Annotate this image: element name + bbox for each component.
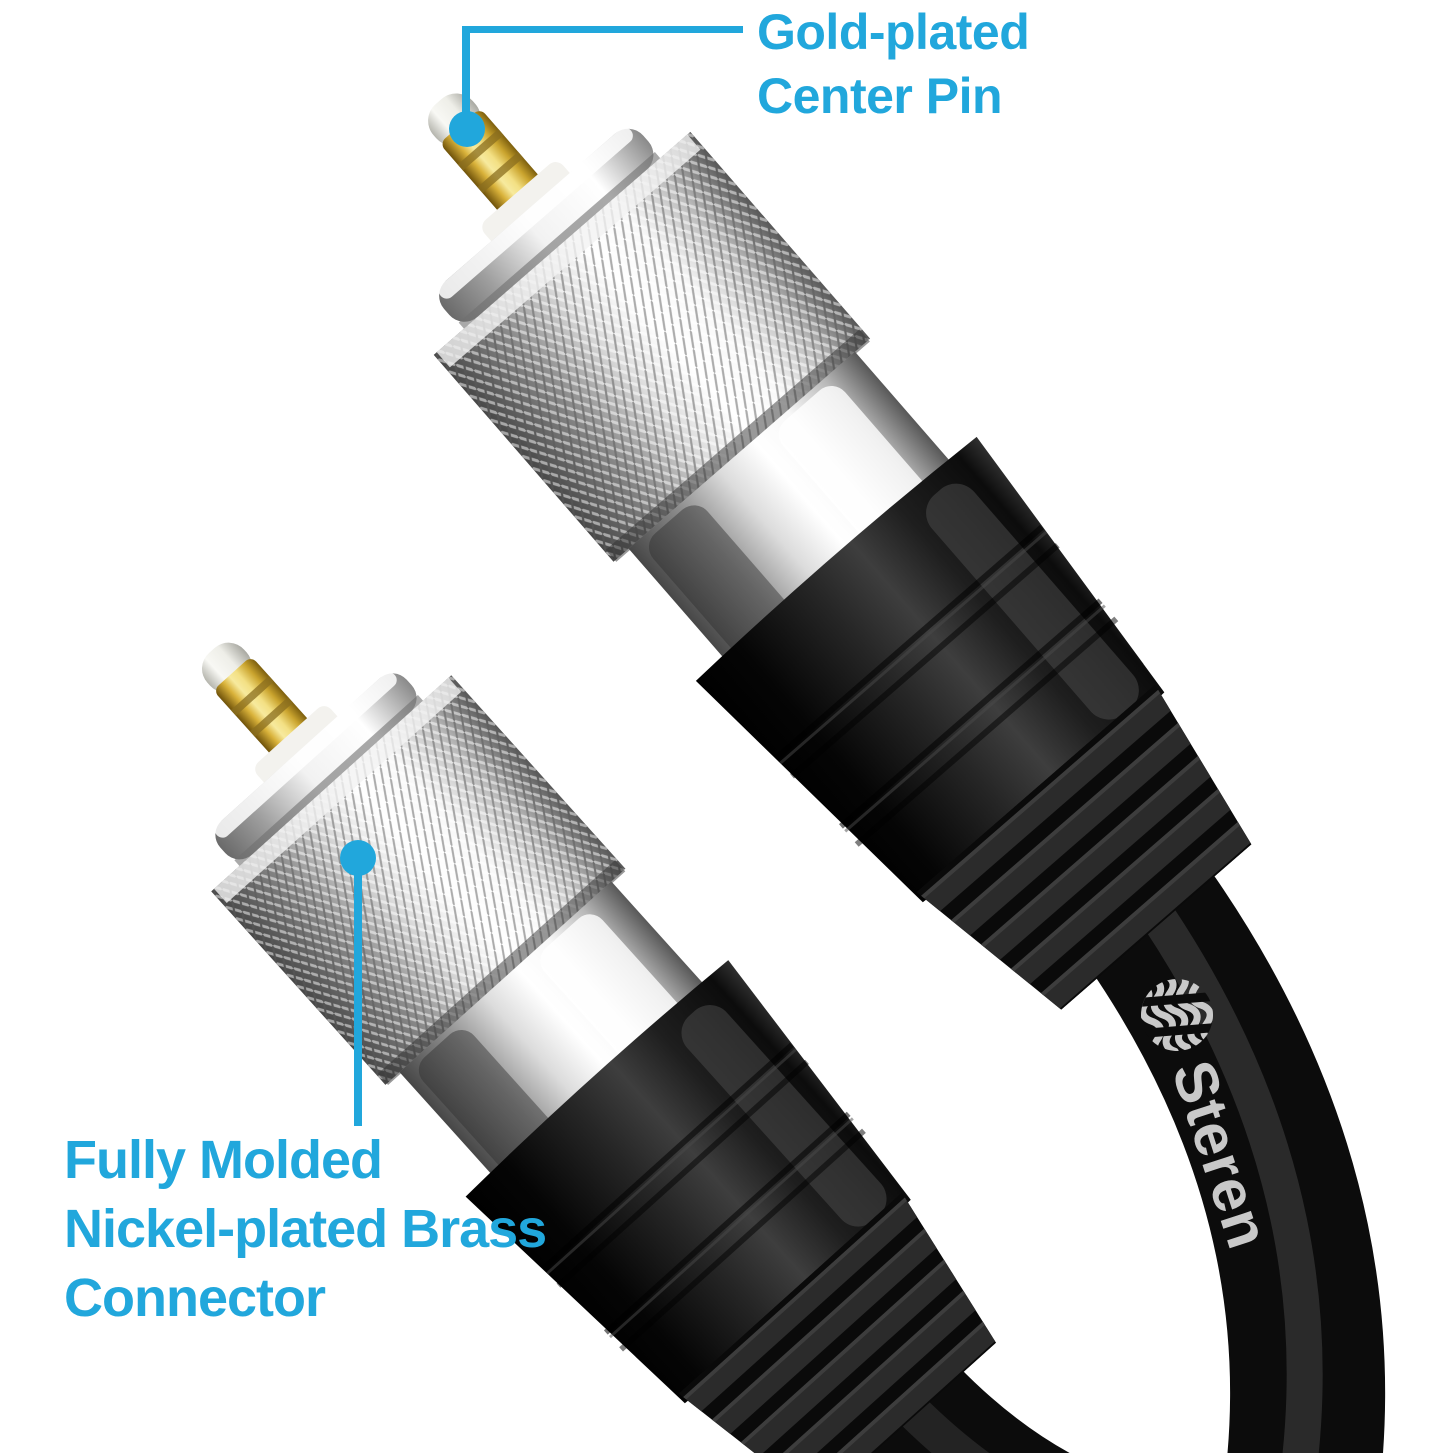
center-pin-callout-line-vertical	[462, 26, 470, 136]
connector-callout-line-vertical	[354, 858, 362, 1126]
center-pin-callout-label: Gold-plated Center Pin	[757, 0, 1030, 128]
connector-callout-label: Fully Molded Nickel-plated Brass Connect…	[64, 1126, 547, 1333]
bottom-cable-sheen	[884, 1382, 1235, 1453]
connector-callout-line1: Fully Molded	[64, 1130, 383, 1190]
top-cable-sheen	[1130, 885, 1323, 1453]
center-pin-callout-line-horizontal	[463, 26, 743, 33]
center-pin-callout-dot	[449, 111, 485, 147]
center-pin-callout-line2: Center Pin	[757, 68, 1003, 124]
center-pin-callout-line1: Gold-plated	[757, 4, 1030, 60]
connector-callout-line2: Nickel-plated Brass	[64, 1199, 547, 1259]
connector-callout-line3: Connector	[64, 1268, 326, 1328]
